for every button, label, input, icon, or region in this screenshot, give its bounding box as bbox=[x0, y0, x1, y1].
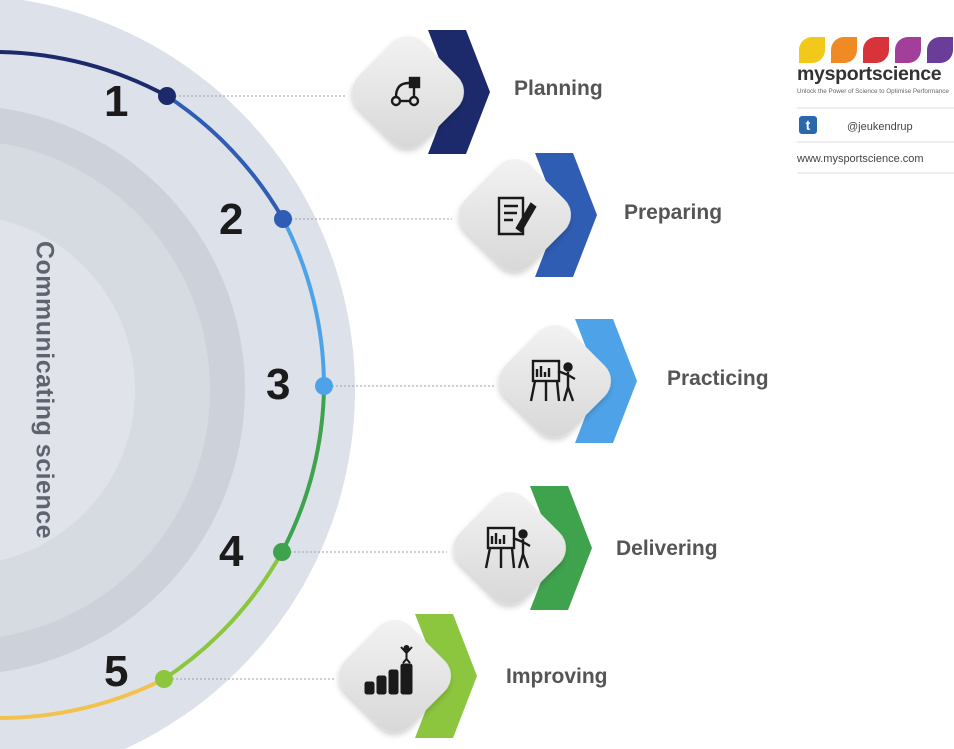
inner-disc bbox=[0, 219, 135, 561]
step-label-1: Planning bbox=[514, 77, 603, 100]
bar-chart-person-icon bbox=[364, 645, 413, 695]
step-tile-3 bbox=[499, 319, 637, 443]
brand-name: mysportscience bbox=[797, 63, 942, 85]
website-link[interactable]: www.mysportscience.com bbox=[797, 153, 924, 165]
presenter-board-icon bbox=[484, 526, 531, 569]
logo-petal-purple bbox=[895, 37, 921, 63]
step-tile-1 bbox=[352, 30, 490, 154]
twitter-icon bbox=[799, 116, 817, 134]
checklist-edit-icon bbox=[497, 196, 537, 236]
twitter-handle[interactable]: @jeukendrup bbox=[847, 121, 913, 133]
logo-petal-red bbox=[863, 37, 889, 63]
step-tile-2 bbox=[459, 153, 597, 277]
arc-segment-2 bbox=[165, 94, 285, 220]
step-number-5: 5 bbox=[104, 647, 129, 696]
step-number-2: 2 bbox=[219, 195, 244, 244]
brand-tagline: Unlock the Power of Science to Optimise … bbox=[797, 88, 949, 95]
step-label-5: Improving bbox=[506, 665, 608, 688]
step-node-2 bbox=[274, 210, 292, 228]
step-tile-4 bbox=[454, 486, 592, 610]
step-label-4: Delivering bbox=[616, 537, 718, 560]
logo-petal-violet bbox=[927, 37, 953, 63]
step-label-2: Preparing bbox=[624, 201, 723, 224]
logo-petal-yellow bbox=[799, 37, 825, 63]
arc-segment-end bbox=[0, 677, 165, 720]
step-label-3: Practicing bbox=[667, 367, 769, 390]
arc-segment-5 bbox=[162, 551, 284, 681]
step-number-1: 1 bbox=[104, 77, 129, 126]
logo-petal-orange bbox=[831, 37, 857, 63]
arc-segment-3 bbox=[281, 218, 326, 387]
presenter-board-icon bbox=[529, 359, 576, 402]
step-node-1 bbox=[158, 87, 176, 105]
step-node-3 bbox=[315, 377, 333, 395]
step-node-4 bbox=[273, 543, 291, 561]
arc-segment-4 bbox=[280, 385, 326, 553]
arc-segment-1 bbox=[0, 50, 168, 98]
step-tile-5 bbox=[339, 614, 477, 738]
brand-logo bbox=[799, 37, 953, 63]
step-node-5 bbox=[155, 670, 173, 688]
twitter-glyph: t bbox=[806, 117, 811, 133]
flowchart-icon bbox=[390, 76, 421, 107]
step-number-4: 4 bbox=[219, 527, 244, 576]
step-number-3: 3 bbox=[266, 360, 291, 409]
diagram-title: Communicating science bbox=[30, 240, 59, 540]
